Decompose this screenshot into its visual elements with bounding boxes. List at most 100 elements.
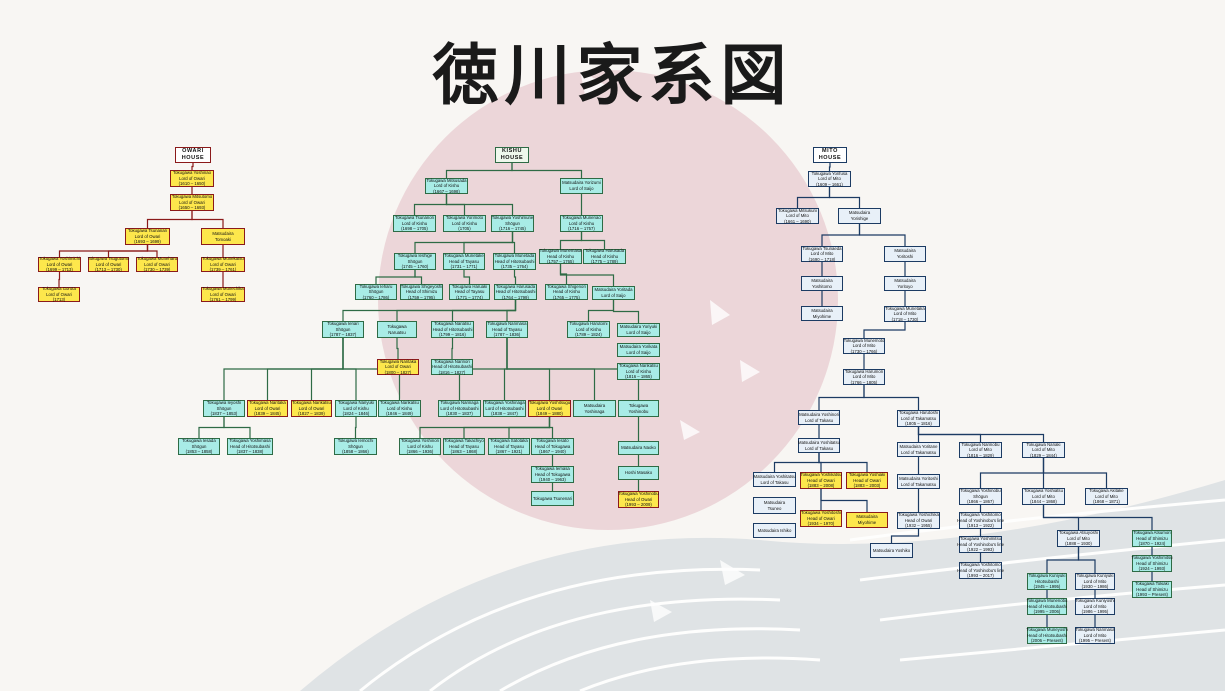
family-member-node[interactable]: Tokugawa Tsunenari — [531, 491, 574, 506]
family-member-node[interactable]: Hoshi Masako — [618, 466, 659, 480]
family-member-node[interactable]: Matsudaira Yoshiko — [870, 543, 913, 558]
family-member-node[interactable]: Matsudaira Ishiko — [753, 523, 796, 538]
family-member-node[interactable]: Matsudaira Naoko — [618, 441, 659, 455]
